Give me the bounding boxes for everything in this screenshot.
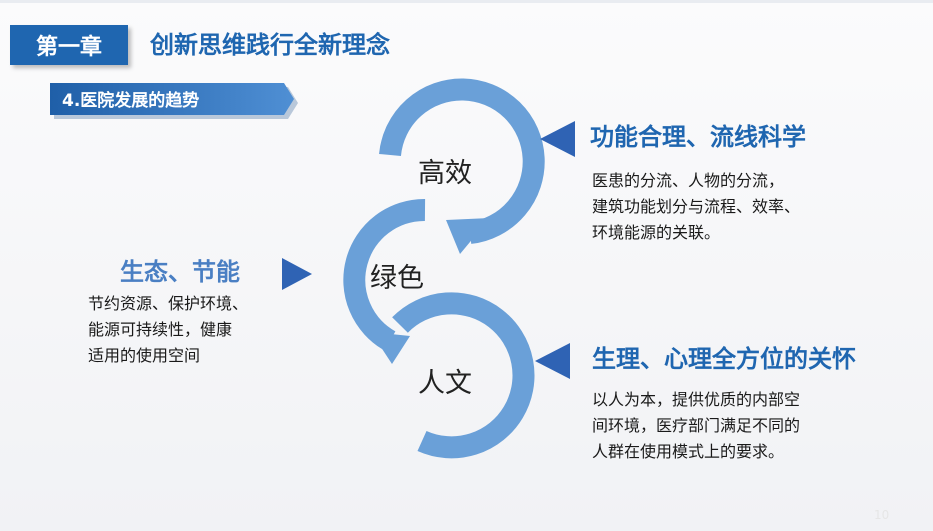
circle-label-humanistic: 人文 [418,368,472,399]
ring-middle [343,198,426,351]
callout-right-bottom-line: 人群在使用模式上的要求。 [592,442,785,461]
callout-left-line: 节约资源、保护环境、 [88,294,249,313]
chapter-title: 创新思维践行全新理念 [150,31,390,59]
ring-bottom [392,292,535,459]
circle-label-green: 绿色 [370,263,424,294]
callout-right-bottom-line: 以人为本，提供优质的内部空 [592,390,801,409]
pointer-right-top-icon [540,121,575,157]
callout-left-line: 能源可持续性，健康 [88,320,233,339]
callout-right-bottom-heading: 生理、心理全方位的关怀 [592,345,856,373]
callout-right-bottom-line: 间环境，医疗部门满足不同的 [592,416,801,435]
chapter-tag: 第一章 [10,25,128,65]
callout-left-body: 节约资源、保护环境、 能源可持续性，健康 适用的使用空间 [88,291,248,369]
callout-left-heading: 生态、节能 [120,258,240,286]
callout-right-top-line: 医患的分流、人物的分流， [592,171,785,190]
ring-top-arrowhead [446,218,490,254]
pointer-left-icon [282,258,312,290]
callout-right-top-heading: 功能合理、流线科学 [590,123,806,151]
callout-right-top-body: 医患的分流、人物的分流， 建筑功能划分与流程、效率、 环境能源的关联。 [592,168,800,246]
circle-label-efficient: 高效 [418,158,472,189]
callout-right-top-line: 环境能源的关联。 [592,223,721,242]
callout-right-bottom-body: 以人为本，提供优质的内部空 间环境，医疗部门满足不同的 人群在使用模式上的要求。 [592,387,800,465]
ring-middle-arrowhead [371,332,410,364]
ring-top [379,78,545,244]
page-number: 10 [874,508,890,522]
callout-left-line: 适用的使用空间 [88,346,201,365]
pointer-right-bottom-icon [535,343,570,379]
section-ribbon [50,83,300,119]
callout-right-top-line: 建筑功能划分与流程、效率、 [592,197,801,216]
top-divider [0,0,933,3]
section-label: 4.医院发展的趋势 [62,91,200,111]
